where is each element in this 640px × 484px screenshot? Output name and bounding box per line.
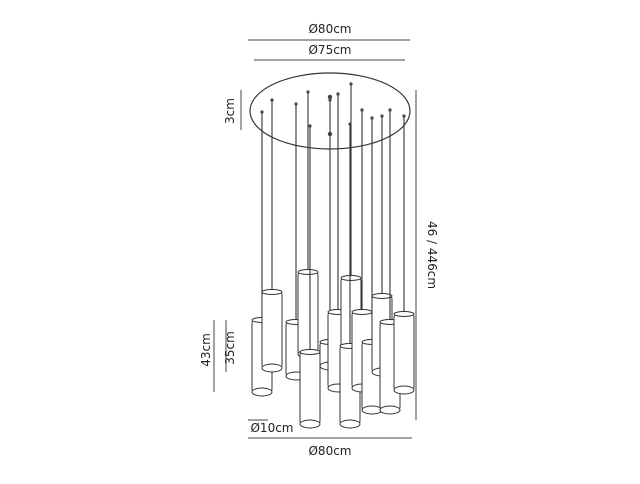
cable-anchor [348,122,352,126]
pendant-top-cap [393,311,415,317]
cable-anchor [349,82,353,86]
pendant-tube [297,271,319,355]
cable-anchor [308,124,312,128]
pendant-long-height-label: 43cm [199,333,213,367]
cable-anchor [380,114,384,118]
pendant-bottom-opening [393,385,415,395]
pendant-bottom-opening [261,363,283,373]
pendant-bottom-opening [361,405,383,415]
pendant-top-cap [371,293,393,299]
pendant-bottom-opening [299,419,321,429]
pendant-diameter-label: Ø10cm [250,421,293,435]
cable-anchor [370,116,374,120]
pendant-tube [261,291,283,369]
cable-anchor [260,110,264,114]
pendant-tube [299,351,321,425]
canopy-screw [327,94,333,100]
pendant-top-cap [340,275,362,281]
pendant-top-cap [299,349,321,355]
pendant-cluster [251,82,415,429]
pendant-top-cap [261,289,283,295]
cable-anchor [360,108,364,112]
canopy-thickness-label: 3cm [223,98,237,124]
cable-anchor [336,92,340,96]
drop-height-label: 46 / 446cm [425,221,439,289]
cable-anchor [306,90,310,94]
cable-anchor [270,98,274,102]
pendant-bottom-opening [251,387,273,397]
cable-anchor [294,102,298,106]
pendant-bottom-opening [379,405,401,415]
cable-anchor [388,108,392,112]
pendant-tube [393,313,415,391]
pendant-top-cap [351,309,373,315]
outer-diameter-label: Ø80cm [308,22,351,36]
cable-anchor [328,98,332,102]
inner-diameter-label: Ø75cm [308,43,351,57]
pendant-bottom-opening [339,419,361,429]
cable-anchor [402,114,406,118]
bottom-diameter-label: Ø80cm [308,444,351,458]
pendant-short-height-label: 35cm [223,331,237,365]
pendant-top-cap [297,269,319,275]
